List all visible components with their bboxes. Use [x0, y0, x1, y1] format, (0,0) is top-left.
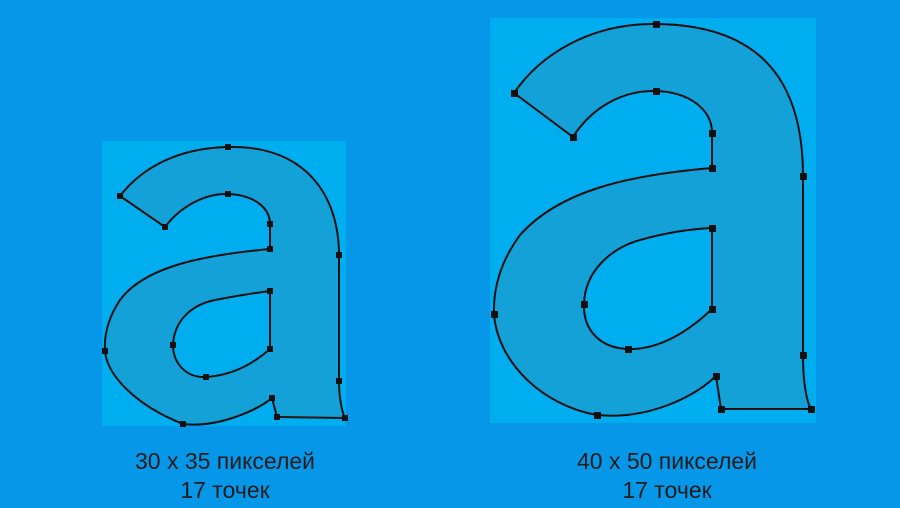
glyph-panel-large — [490, 18, 816, 423]
caption-size-small: 30 x 35 пикселей — [134, 448, 316, 474]
anchor-points-large — [491, 21, 815, 419]
caption-points-large: 17 точек — [622, 477, 712, 503]
anchor-points-small — [102, 144, 348, 427]
caption-points-small: 17 точек — [180, 477, 270, 503]
caption-large: 40 x 50 пикселей 17 точек — [522, 447, 812, 505]
glyph-outline-small — [102, 144, 348, 427]
glyph-panel-small — [102, 141, 348, 427]
letter-a-outline-large — [492, 22, 812, 417]
glyph-outline-large — [491, 21, 815, 419]
caption-small: 30 x 35 пикселей 17 точек — [92, 447, 358, 505]
letter-a-outline-small — [103, 145, 346, 426]
caption-size-large: 40 x 50 пикселей — [576, 448, 758, 474]
